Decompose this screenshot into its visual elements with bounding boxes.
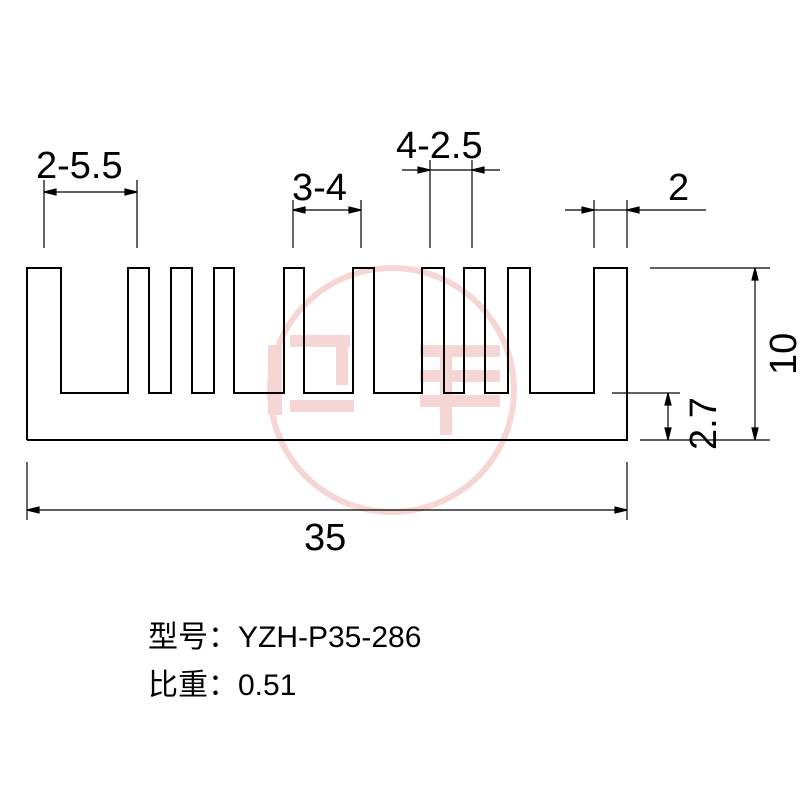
density-info: 比重：0.51	[148, 660, 296, 704]
dim-fin-width	[565, 200, 706, 248]
label-base-thickness: 2.7	[683, 397, 725, 450]
model-label: 型号：	[148, 621, 238, 654]
model-info: 型号：YZH-P35-286	[148, 612, 421, 656]
dim-height	[640, 267, 770, 441]
label-height: 10	[763, 333, 800, 375]
dim-4-2-5	[402, 160, 500, 248]
dim-3-4	[292, 200, 362, 248]
density-value: 0.51	[238, 669, 297, 702]
label-4-2-5: 4-2.5	[396, 125, 483, 167]
label-fin-width: 2	[668, 167, 689, 209]
heatsink-outline	[26, 267, 628, 441]
dim-width	[26, 462, 628, 520]
dim-2-5-5	[43, 180, 138, 248]
dim-base-thickness	[612, 392, 680, 441]
label-3-4: 3-4	[292, 167, 347, 209]
model-value: YZH-P35-286	[238, 621, 422, 654]
density-label: 比重：	[148, 669, 238, 702]
label-width: 35	[304, 517, 346, 559]
label-2-5-5: 2-5.5	[36, 145, 123, 187]
